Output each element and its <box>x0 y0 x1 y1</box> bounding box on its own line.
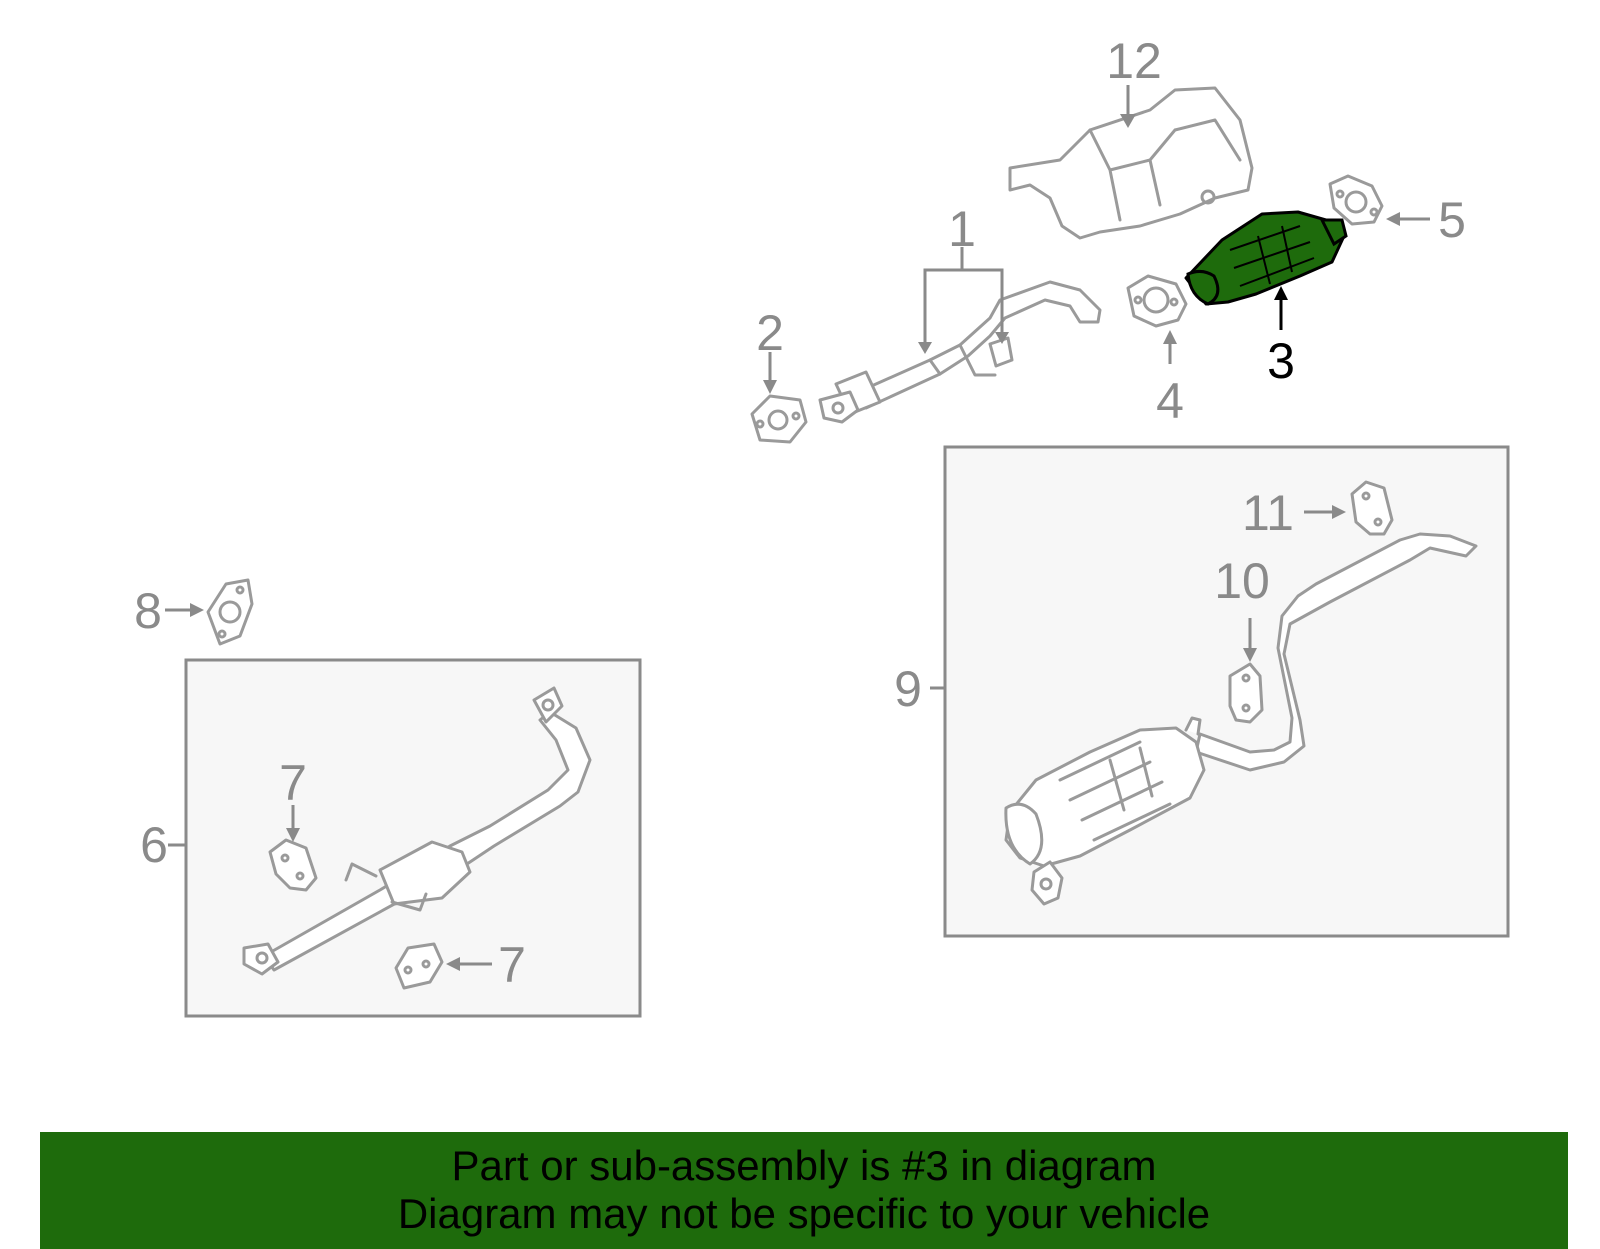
callout-9: 9 <box>894 661 922 717</box>
gasket-part-5[interactable] <box>1328 174 1384 226</box>
front-pipe-part-1[interactable] <box>818 280 1102 424</box>
gasket-part-8[interactable] <box>206 578 254 646</box>
catalytic-converter-part-3[interactable] <box>1184 210 1348 306</box>
callout-11: 11 <box>1242 485 1294 541</box>
callout-3: 3 <box>1267 333 1295 389</box>
callout-8: 8 <box>134 583 162 639</box>
callout-7b: 7 <box>498 937 526 993</box>
muffler-assembly-part-9[interactable] <box>1004 532 1478 906</box>
gasket-part-4[interactable] <box>1126 274 1188 328</box>
banner-line-2: Diagram may not be specific to your vehi… <box>397 1190 1211 1237</box>
callout-2: 2 <box>756 305 784 361</box>
heat-shield-part-12[interactable] <box>1008 86 1254 240</box>
callout-4: 4 <box>1156 373 1184 429</box>
callout-5: 5 <box>1438 192 1466 248</box>
callout-10: 10 <box>1214 553 1270 609</box>
gasket-part-2[interactable] <box>750 394 808 444</box>
callout-7a: 7 <box>279 755 307 811</box>
banner-line-1: Part or sub-assembly is #3 in diagram <box>451 1142 1157 1189</box>
hanger-part-7a[interactable] <box>268 838 318 892</box>
center-pipe-part-6[interactable] <box>242 686 592 976</box>
callout-1: 1 <box>948 201 976 257</box>
callout-6: 6 <box>140 817 168 873</box>
hanger-part-7b[interactable] <box>394 942 444 990</box>
callout-12: 12 <box>1106 33 1162 89</box>
hanger-part-10[interactable] <box>1228 662 1264 724</box>
info-banner: Part or sub-assembly is #3 in diagram Di… <box>40 1132 1568 1249</box>
hanger-part-11[interactable] <box>1350 480 1394 536</box>
